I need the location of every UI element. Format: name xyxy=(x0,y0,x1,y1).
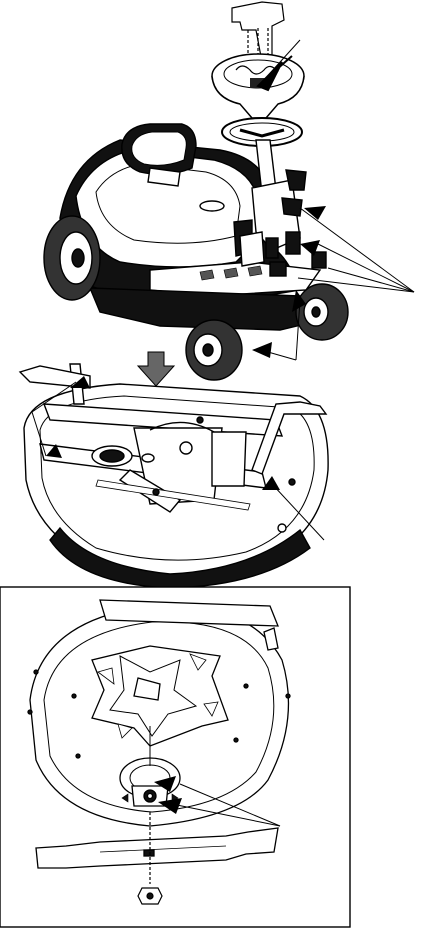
rear-wheel-left xyxy=(44,216,100,300)
front-wheel-left xyxy=(186,320,242,380)
mower-deck xyxy=(20,364,328,588)
front-wheel-right xyxy=(296,284,348,340)
removal-arrow xyxy=(138,352,174,386)
